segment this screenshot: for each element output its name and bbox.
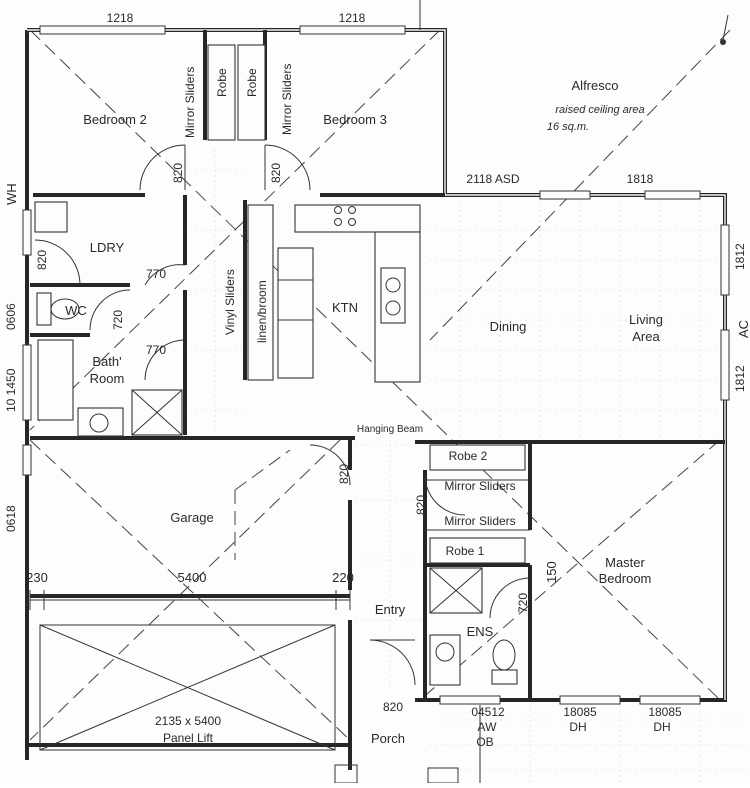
water-heater-label: WH (4, 183, 19, 205)
room-label-living-line-2: Area (632, 329, 660, 344)
linen-broom-label: linen/broom (255, 280, 269, 343)
dim-right-window-upper: 1812 (733, 243, 747, 270)
room-label-bathroom-line-1: Bath' (92, 354, 121, 369)
mirror-sliders-label-master-top: Mirror Sliders (444, 479, 515, 493)
garage-panel-lift (29, 590, 351, 751)
dim-bottom-window-3-type: DH (653, 720, 670, 734)
panel-lift-label: Panel Lift (163, 731, 214, 745)
alfresco-note-line-1: raised ceiling area (555, 104, 644, 116)
robe-label-bed3: Robe (245, 68, 259, 97)
room-label-bathroom-line-2: Room (90, 371, 125, 386)
room-label-garage: Garage (170, 510, 213, 525)
room-label-laundry: LDRY (90, 240, 125, 255)
room-label-bedroom-3: Bedroom 3 (323, 112, 387, 127)
robe-1-label: Robe 1 (446, 544, 485, 558)
dim-bottom-window-2: 18085 (563, 705, 597, 719)
air-conditioner-label: AC (736, 320, 750, 338)
door-swings (34, 144, 531, 686)
mirror-sliders-label-master-bottom: Mirror Sliders (444, 514, 515, 528)
room-label-kitchen: KTN (332, 300, 358, 315)
dim-bottom-window-1-glazing: OB (476, 735, 493, 749)
room-label-master-line-2: Bedroom (599, 571, 652, 586)
vinyl-sliders-label: Vinyl Sliders (223, 269, 237, 335)
robe-label-bed2: Robe (215, 68, 229, 97)
kitchen-cabinets (247, 204, 421, 383)
porch-steps (334, 705, 481, 784)
room-label-ensuite: ENS (467, 624, 494, 639)
mirror-sliders-label-bed3: Mirror Sliders (280, 64, 294, 135)
room-label-wc: WC (65, 303, 87, 318)
dim-bottom-window-2-type: DH (569, 720, 586, 734)
dim-garage-left: 230 (26, 570, 48, 585)
wet-area-fixtures (34, 201, 518, 686)
room-label-master-line-1: Master (605, 555, 645, 570)
alfresco-note-line-2: 16 sq.m. (547, 121, 589, 133)
dim-top-window-right: 1218 (339, 11, 366, 25)
dim-master-door: 820 (414, 495, 428, 515)
room-label-dining: Dining (490, 319, 527, 334)
dim-left-0606: 0606 (4, 303, 18, 330)
panel-lift-size-label: 2135 x 5400 (155, 714, 221, 728)
room-label-alfresco: Alfresco (572, 78, 619, 93)
dim-garage-door: 820 (337, 464, 351, 484)
dim-garage-width: 5400 (178, 570, 207, 585)
dim-left-0618: 0618 (4, 505, 18, 532)
room-label-living-line-1: Living (629, 312, 663, 327)
room-label-porch: Porch (371, 731, 405, 746)
robe-2-label: Robe 2 (449, 449, 488, 463)
windows (22, 25, 730, 705)
hanging-beam-label: Hanging Beam (357, 424, 423, 435)
north-arrow (419, 0, 729, 46)
dim-living-window-top: 1818 (627, 172, 654, 186)
dim-bottom-window-1: 04512 (471, 705, 505, 719)
dim-ensuite-door: 720 (516, 593, 530, 613)
wardrobes (207, 44, 530, 564)
interior-walls (30, 30, 725, 700)
dim-laundry-door: 820 (35, 250, 49, 270)
dim-sliding-door: 2118 ASD (466, 172, 519, 186)
dim-bath-door: 770 (146, 343, 166, 357)
dim-left-1450: 10 1450 (4, 368, 18, 412)
dim-master-150: 150 (544, 561, 559, 583)
dim-door-bed3: 820 (269, 163, 283, 183)
dim-porch-door: 820 (383, 700, 403, 714)
dim-laundry-inner: 770 (146, 267, 166, 281)
dim-top-window-left: 1218 (107, 11, 134, 25)
dim-bottom-window-3: 18085 (648, 705, 682, 719)
ceiling-diagonals (29, 29, 731, 741)
room-label-entry: Entry (375, 602, 406, 617)
dim-wc-door: 720 (111, 310, 125, 330)
room-label-bedroom-2: Bedroom 2 (83, 112, 147, 127)
mirror-sliders-label-bed2: Mirror Sliders (183, 67, 197, 138)
dim-door-bed2: 820 (171, 163, 185, 183)
dim-bottom-window-1-type: AW (478, 720, 498, 734)
dim-right-window-lower: 1812 (733, 365, 747, 392)
dim-garage-right: 220 (332, 570, 354, 585)
